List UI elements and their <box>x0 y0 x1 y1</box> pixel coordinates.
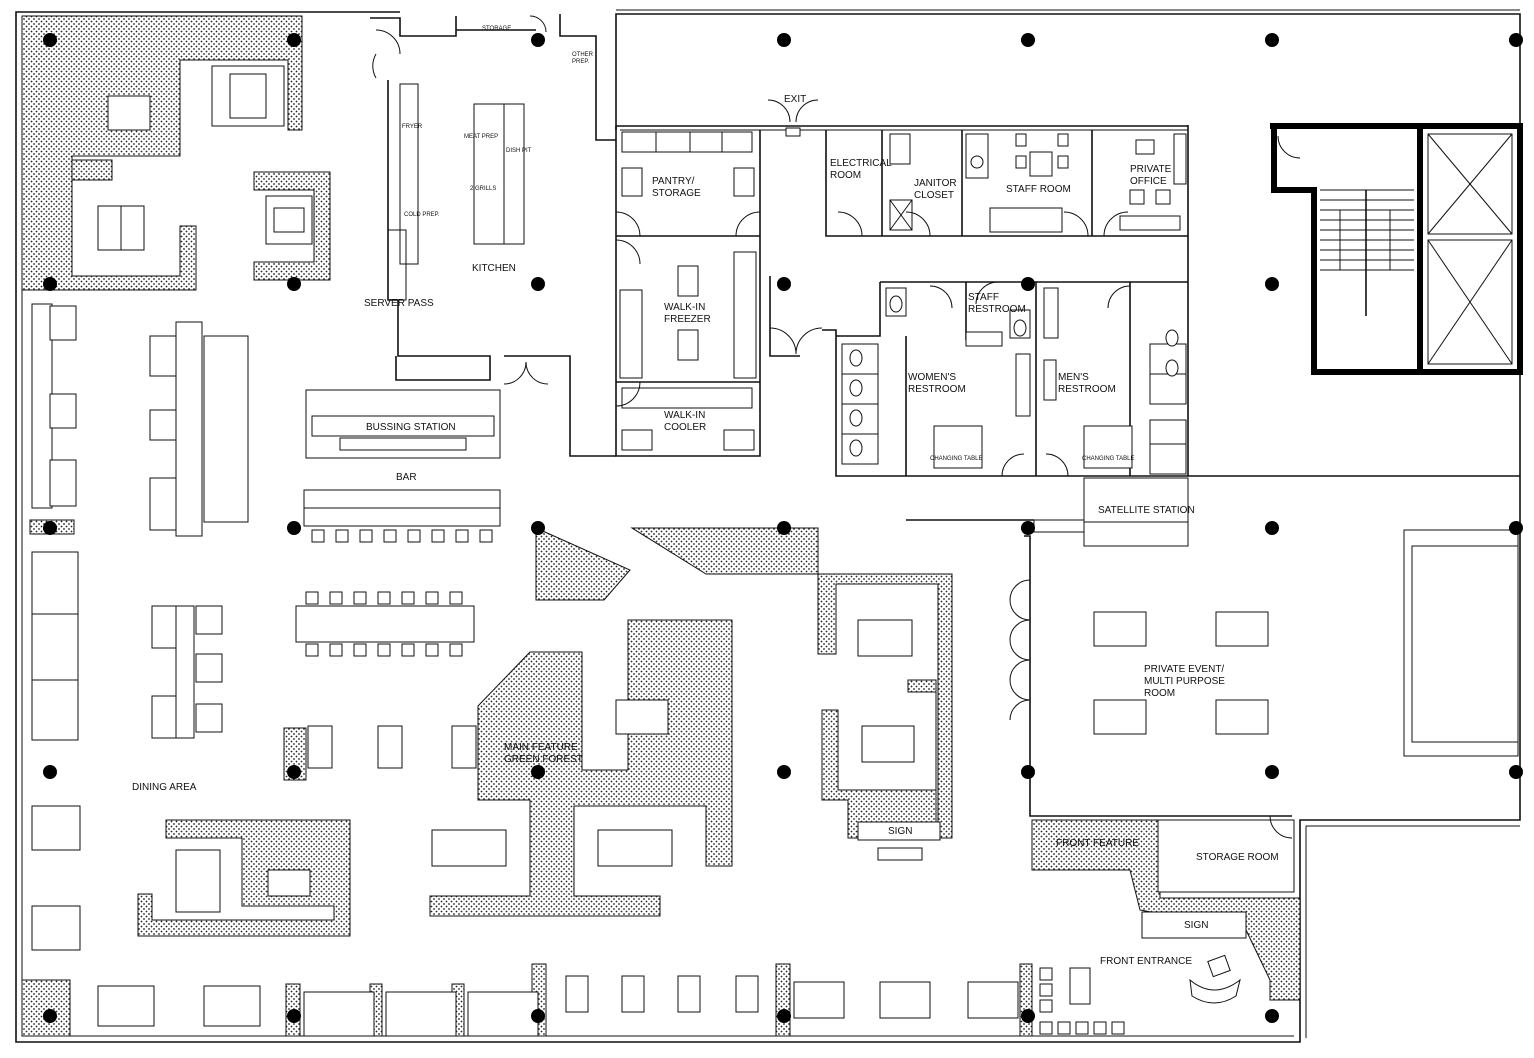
label-sign-1: SIGN <box>888 826 912 837</box>
label-staff-room: STAFF ROOM <box>1006 184 1071 195</box>
dining-furniture <box>31 65 1519 1037</box>
label-bar: BAR <box>396 472 417 483</box>
label-sign-2: SIGN <box>1184 920 1208 931</box>
label-front-feature: FRONT FEATURE <box>1056 838 1139 849</box>
label-changing-table-1: CHANGING TABLE <box>930 456 982 462</box>
label-bussing-station: BUSSING STATION <box>366 422 456 433</box>
label-fryer: FRYER <box>402 124 423 130</box>
planters <box>21 15 1301 1037</box>
bar-stools <box>311 529 493 543</box>
exterior-walls <box>15 9 1521 1043</box>
label-storage-room: STORAGE ROOM <box>1196 852 1279 863</box>
stair-core <box>1270 123 1523 375</box>
label-pantry: PANTRY/STORAGE <box>652 176 701 199</box>
label-two-grills: 2 GRILLS <box>470 186 496 192</box>
label-kitchen: KITCHEN <box>472 263 516 274</box>
label-dining-area: DINING AREA <box>132 782 197 793</box>
label-front-entrance: FRONT ENTRANCE <box>1100 956 1192 967</box>
kitchen-walls <box>370 14 616 457</box>
toilet-stalls-men <box>1149 329 1187 475</box>
private-event-walls <box>1009 535 1293 839</box>
label-server-pass: SERVER PASS <box>364 298 434 309</box>
label-cold-prep: COLD PREP. <box>404 212 440 218</box>
toilet-stalls-women <box>841 343 879 465</box>
communal-chairs <box>305 591 463 657</box>
label-changing-table-2: CHANGING TABLE <box>1082 456 1134 462</box>
label-storage-top: STORAGE <box>482 26 511 32</box>
label-meat-prep: MEAT PREP <box>464 134 498 140</box>
back-of-house-walls <box>615 99 1189 547</box>
label-satellite-station: SATELLITE STATION <box>1098 505 1195 516</box>
label-exit: EXIT <box>784 94 806 105</box>
label-dish-pit: DISH PIT <box>506 148 532 154</box>
structural-columns <box>43 33 1523 1023</box>
bar-area <box>295 389 501 657</box>
